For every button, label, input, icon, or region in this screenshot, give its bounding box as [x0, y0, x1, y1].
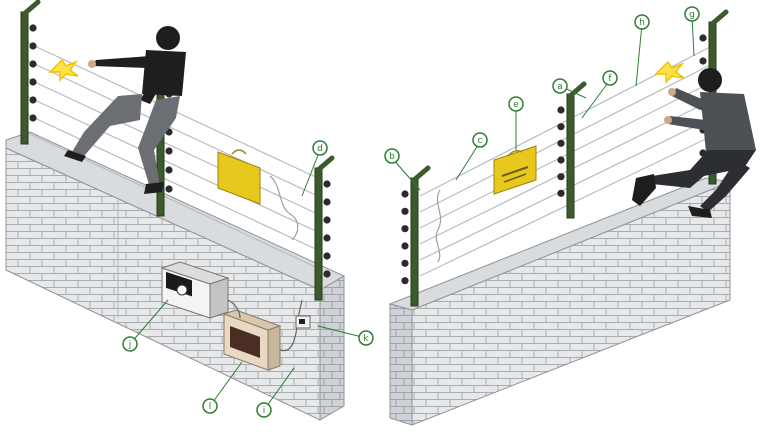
insulator-icon [323, 234, 331, 242]
callout-l: l [202, 398, 218, 414]
right-intermediate-post [557, 81, 587, 219]
spark-right [654, 60, 685, 84]
callout-g: g [684, 6, 700, 22]
callout-label: g [689, 10, 695, 20]
callout-label: h [639, 18, 645, 28]
insulator-icon [557, 106, 565, 114]
insulator-icon [557, 139, 565, 147]
left-corner-post [314, 155, 335, 301]
left-end-post [20, 0, 41, 145]
intruder-right [632, 68, 756, 218]
insulator-icon [323, 180, 331, 188]
callout-badges: a b c d e f g h i j k l [122, 6, 700, 418]
callout-label: i [263, 406, 266, 416]
insulator-icon [29, 78, 37, 86]
callout-d: d [312, 140, 328, 156]
insulator-icon [323, 198, 331, 206]
insulator-icon [323, 216, 331, 224]
callout-label: e [513, 100, 519, 110]
callout-f: f [602, 70, 618, 86]
insulator-icon [165, 147, 173, 155]
callout-i: i [256, 402, 272, 418]
callout-label: l [209, 402, 212, 412]
insulator-icon [165, 166, 173, 174]
insulator-icon [29, 114, 37, 122]
callout-label: j [128, 340, 132, 350]
insulator-icon [29, 96, 37, 104]
insulator-icon [557, 173, 565, 181]
intruder-left [64, 26, 186, 194]
insulator-icon [401, 242, 409, 250]
insulator-icon [401, 225, 409, 233]
insulator-icon [557, 123, 565, 131]
callout-e: e [508, 96, 524, 112]
insulator-icon [29, 24, 37, 32]
tensioner-coil [269, 175, 299, 241]
insulator-icon [401, 190, 409, 198]
callout-label: b [389, 152, 395, 162]
callout-c: c [472, 132, 488, 148]
insulator-icon [29, 42, 37, 50]
insulator-icon [557, 189, 565, 197]
warning-sign-right [493, 145, 537, 195]
left-wires [25, 41, 323, 271]
right-wall-end [389, 303, 413, 426]
callout-leaders [129, 15, 695, 411]
callout-label: d [317, 144, 323, 154]
insulator-icon [29, 60, 37, 68]
callout-label: f [608, 74, 612, 84]
callout-label: c [478, 136, 483, 146]
insulator-icon [401, 277, 409, 285]
callout-b: b [384, 148, 400, 164]
insulator-icon [323, 252, 331, 260]
callout-h: h [634, 14, 650, 30]
alarm-panel [222, 309, 282, 371]
insulator-icon [165, 185, 173, 193]
right-wall [388, 177, 732, 426]
callout-label: k [363, 334, 369, 344]
callout-label: a [557, 82, 563, 92]
left-wall-end [319, 275, 345, 421]
insulator-icon [323, 270, 331, 278]
insulator-icon [401, 207, 409, 215]
callout-a: a [552, 78, 568, 94]
spark-left [48, 58, 79, 82]
insulator-icon [557, 156, 565, 164]
warning-sign-left [217, 149, 261, 205]
callout-k: k [358, 330, 374, 346]
callout-j: j [122, 336, 138, 352]
right-end-post [401, 165, 431, 307]
insulator-icon [699, 57, 707, 65]
insulator-icon [401, 259, 409, 267]
energizer-box [160, 261, 230, 319]
insulator-icon [699, 34, 707, 42]
